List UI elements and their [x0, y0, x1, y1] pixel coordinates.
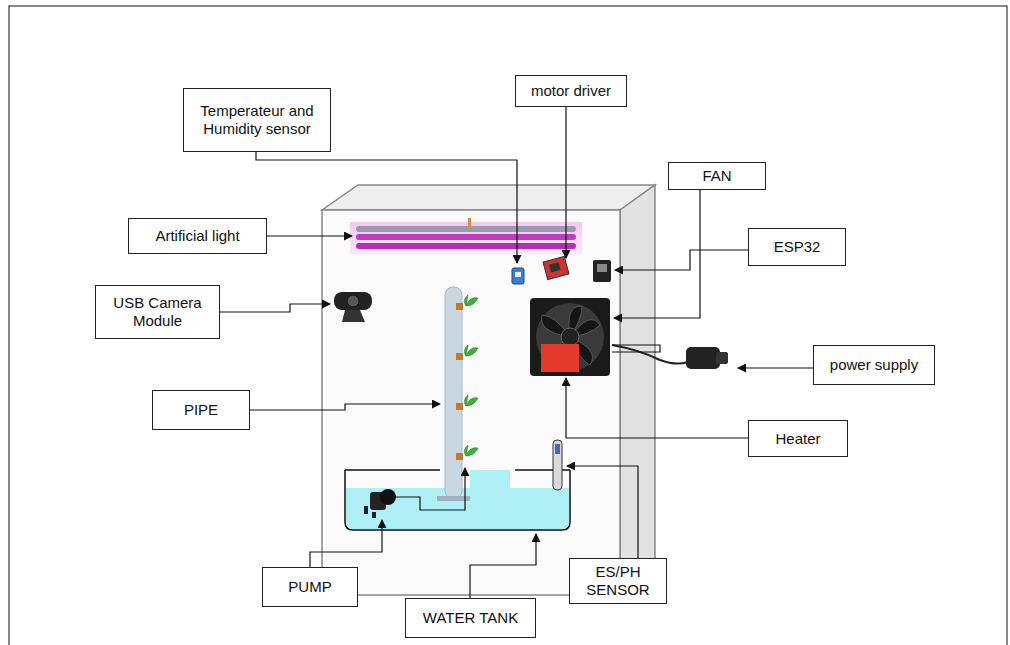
callout-label: motor driver: [531, 82, 611, 100]
callout-box: WATER TANK: [405, 598, 536, 638]
heater: [541, 344, 579, 372]
callout-box: Heater: [748, 420, 848, 457]
callout-label: ES/PH SENSOR: [576, 563, 660, 599]
ph-probe: [553, 440, 562, 490]
frame: [9, 6, 1007, 645]
usb-camera: [334, 292, 372, 322]
callout-label: Temperateur and Humidity sensor: [190, 102, 324, 138]
esp32-board: [593, 260, 611, 282]
temperature-sensor: [512, 268, 524, 284]
callout-box: Artificial light: [128, 218, 267, 254]
callout-box: motor driver: [515, 75, 627, 107]
callout-label: power supply: [830, 356, 918, 374]
callout-label: Heater: [775, 430, 820, 448]
callout-label: FAN: [702, 167, 731, 185]
callout-box: ESP32: [748, 228, 846, 266]
flow-line: [396, 468, 465, 510]
callout-box: Temperateur and Humidity sensor: [183, 88, 331, 152]
leader-lines: [220, 107, 813, 598]
pump: [364, 489, 396, 518]
plants: [456, 295, 478, 460]
callout-box: PUMP: [262, 567, 358, 607]
callout-label: USB Camera Module: [102, 294, 213, 330]
grow-light: [350, 218, 582, 254]
motor-driver: [543, 256, 569, 279]
callout-label: Artificial light: [155, 227, 239, 245]
enclosure: [322, 185, 655, 595]
callout-box: ES/PH SENSOR: [569, 558, 667, 604]
callout-label: ESP32: [774, 238, 821, 256]
callout-box: FAN: [668, 162, 766, 190]
fan: [530, 298, 610, 376]
callout-label: WATER TANK: [423, 609, 518, 627]
callout-box: USB Camera Module: [95, 285, 220, 339]
callout-box: PIPE: [152, 390, 250, 430]
callout-label: PUMP: [288, 578, 331, 596]
callout-box: power supply: [813, 345, 935, 385]
callout-label: PIPE: [184, 401, 218, 419]
power-adapter: [612, 345, 728, 369]
